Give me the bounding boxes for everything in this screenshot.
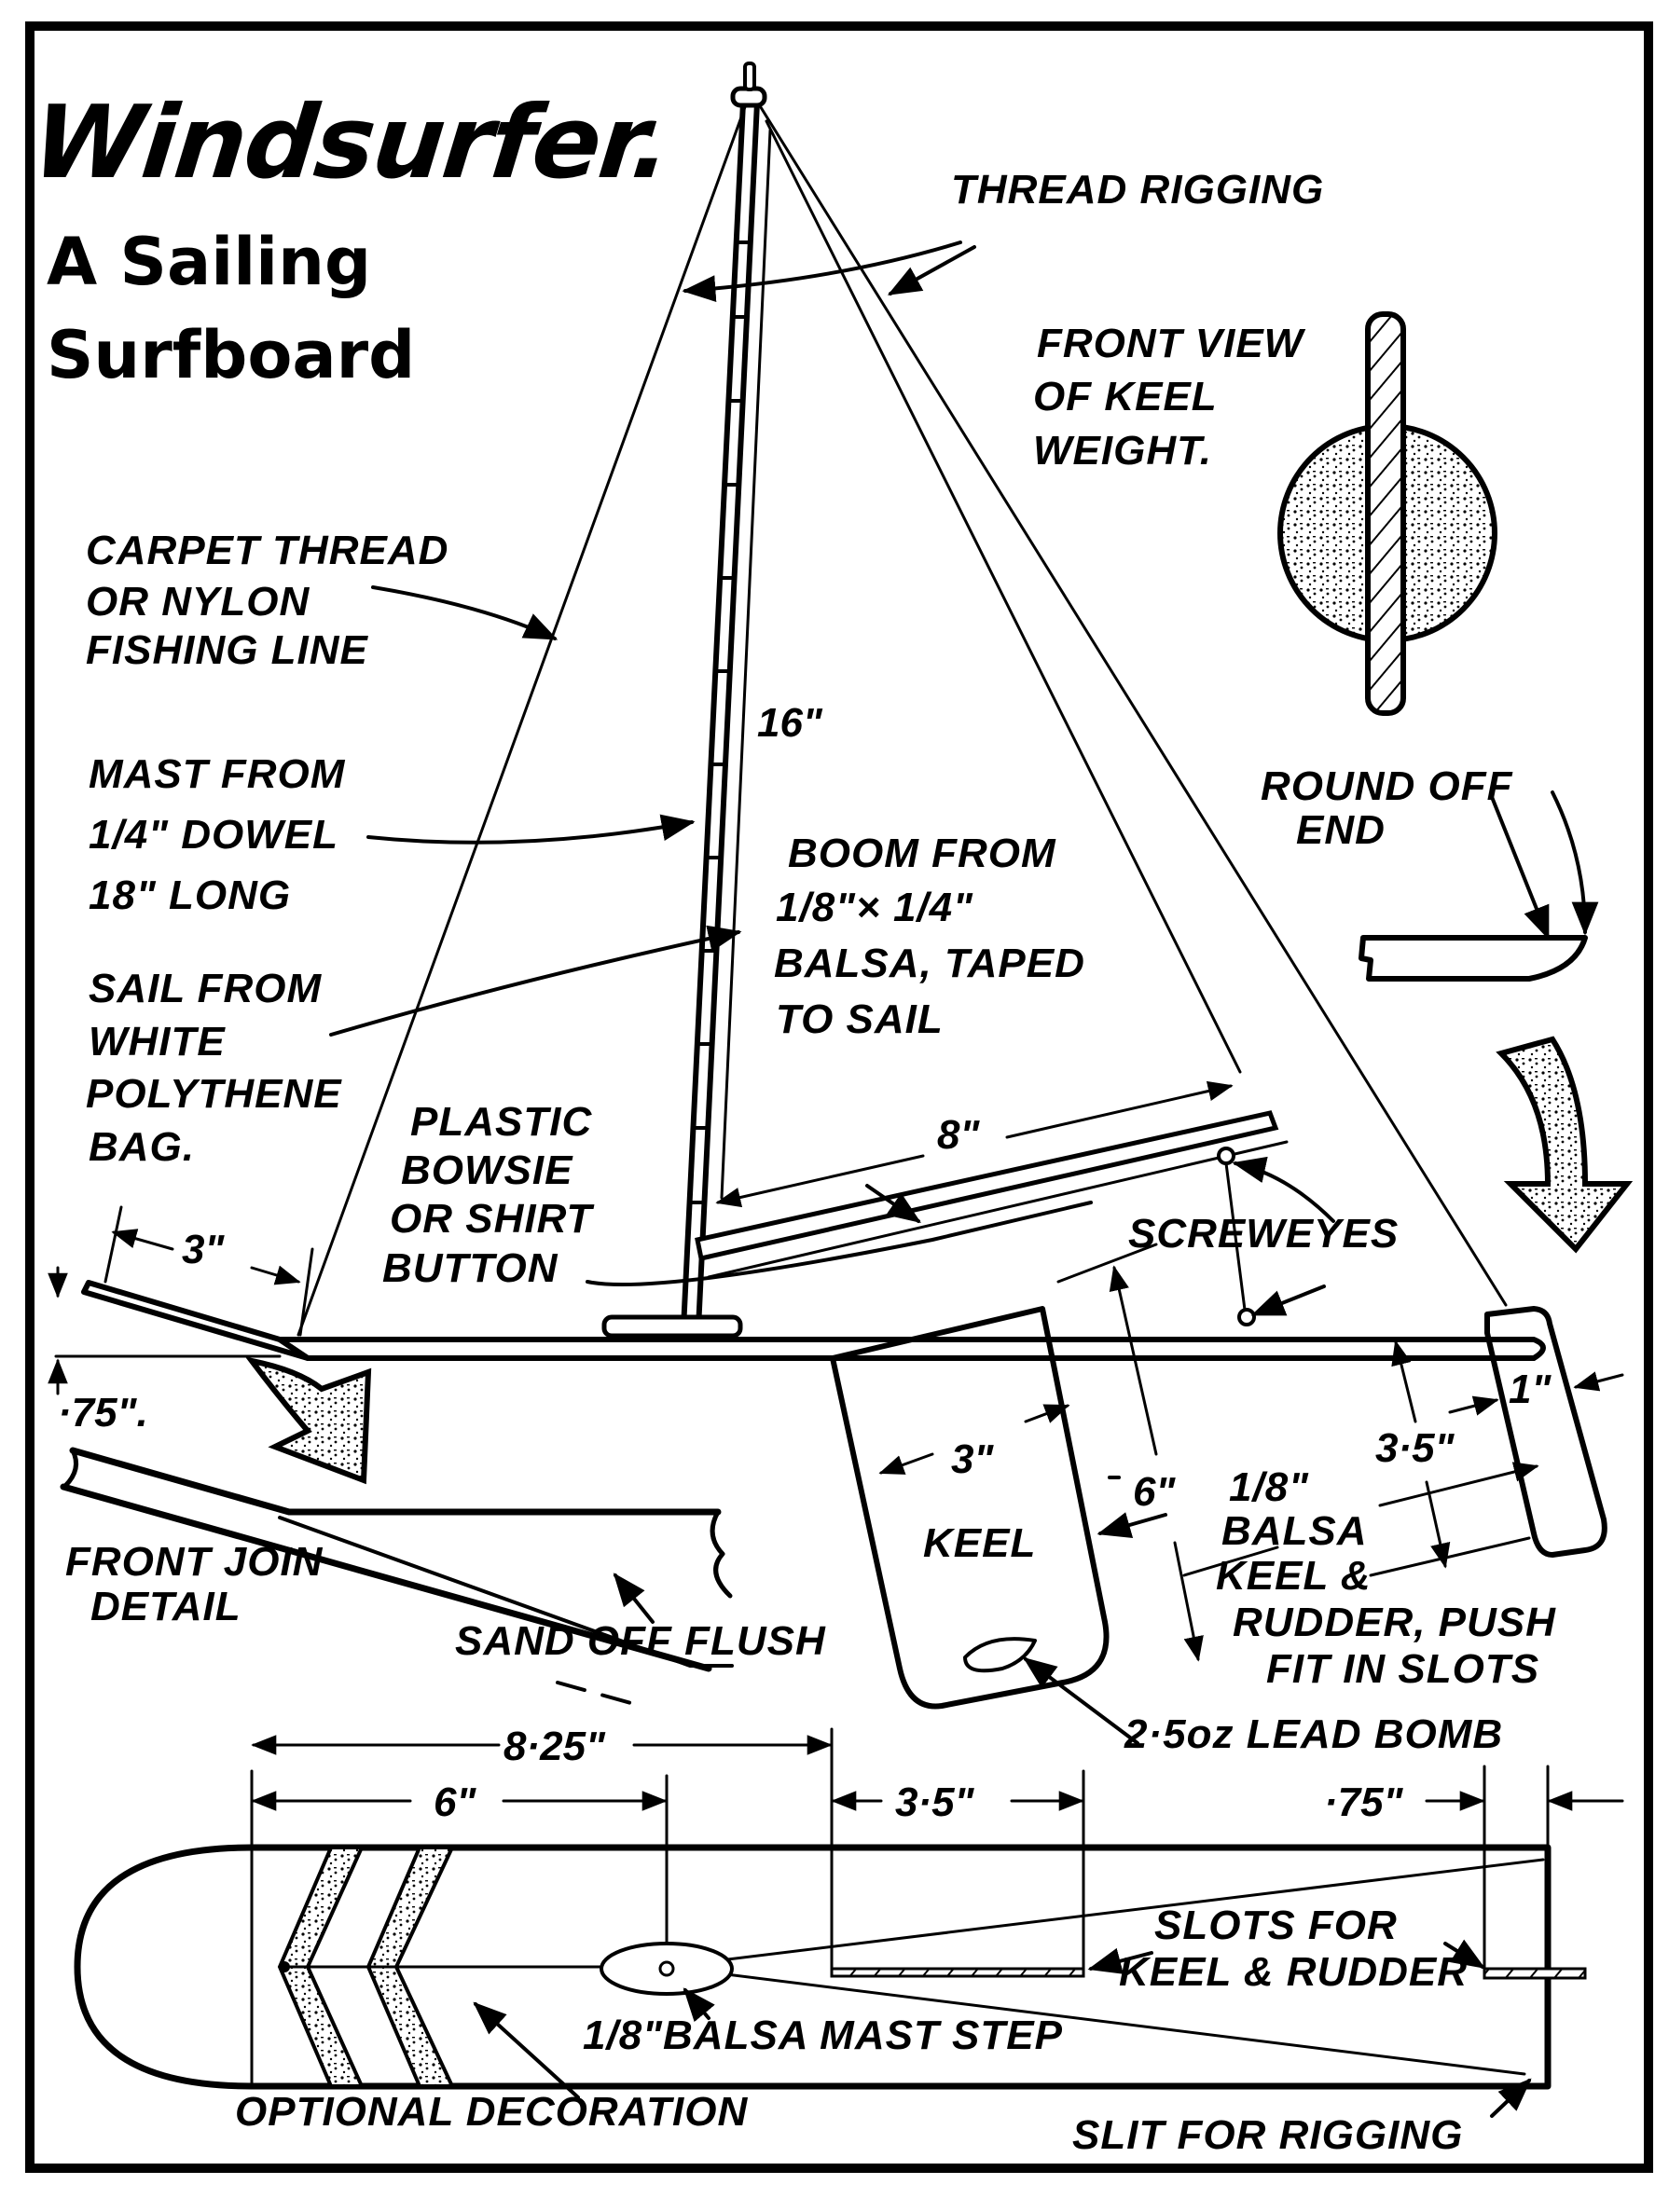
label-balsa-2: BALSA	[1221, 1508, 1368, 1554]
callout-leaders	[329, 240, 1335, 1745]
subtitle-line-2: Surfboard	[47, 317, 415, 393]
label-front-join-1: FRONT JOIN	[65, 1539, 324, 1585]
page-border	[25, 21, 1653, 2173]
label-boom-1: BOOM FROM	[788, 831, 1056, 876]
label-front-view-2: OF KEEL	[1033, 374, 1218, 419]
direction-arrow-right-icon	[1496, 1036, 1634, 1254]
front-join-detail	[60, 1447, 734, 1706]
dim-keel-3in: 3"	[951, 1436, 994, 1482]
direction-arrow-join-icon	[244, 1356, 372, 1485]
rudder	[1484, 1306, 1607, 1558]
label-carpet-3: FISHING LINE	[86, 627, 369, 673]
forestay-rigging	[297, 103, 748, 1337]
label-carpet-1: CARPET THREAD	[86, 528, 448, 573]
label-front-join-2: DETAIL	[90, 1584, 241, 1629]
title-block: Windsurfer. A Sailing Surfboard	[27, 83, 675, 393]
label-mast-step: 1/8"BALSA MAST STEP	[583, 2013, 1063, 2058]
label-mast-3: 18" LONG	[89, 872, 291, 918]
label-balsa-4: RUDDER, PUSH	[1233, 1600, 1556, 1645]
dim-keel-6in: 6"	[1133, 1469, 1176, 1515]
rudder-slot	[1483, 1967, 1587, 1980]
label-mast-1: MAST FROM	[89, 751, 346, 797]
side-view-dimensions: 3" ·75". 3" 6" 3·5" 1"	[48, 1205, 1624, 1662]
label-keel: KEEL	[923, 1520, 1036, 1566]
label-slots-2: KEEL & RUDDER	[1119, 1949, 1468, 1995]
label-balsa-1: 1/8"	[1229, 1464, 1309, 1510]
keel-slot	[830, 1967, 1085, 1978]
label-round-off-1: ROUND OFF	[1261, 763, 1513, 809]
title-windsurfer: Windsurfer.	[27, 83, 675, 201]
label-carpet-2: OR NYLON	[86, 579, 310, 625]
label-balsa-5: FIT IN SLOTS	[1266, 1646, 1539, 1692]
label-sand-off: SAND OFF FLUSH	[455, 1618, 826, 1664]
sail-luff	[720, 129, 772, 1200]
label-round-off-2: END	[1296, 807, 1386, 853]
screweye-boom	[1217, 1147, 1235, 1165]
board-deck	[277, 1337, 1546, 1361]
keel	[830, 1306, 1110, 1710]
dim-rudder-1in: 1"	[1509, 1367, 1552, 1412]
dim-plan-8-25: 8·25"	[503, 1724, 606, 1769]
dim-rudder-3-5: 3·5"	[1375, 1425, 1455, 1471]
boom	[695, 1110, 1289, 1279]
dim-nose-rise: ·75".	[58, 1390, 148, 1436]
board-nose	[81, 1280, 310, 1361]
side-view-board	[81, 1280, 1607, 1710]
keel-weight-front-view	[1277, 311, 1497, 716]
label-mast-2: 1/4" DOWEL	[89, 812, 338, 858]
text-labels: THREAD RIGGING FRONT VIEW OF KEEL WEIGHT…	[65, 167, 1556, 2158]
sail-leech	[765, 119, 1242, 1074]
screweye-deck	[1237, 1308, 1256, 1326]
label-slit-rigging: SLIT FOR RIGGING	[1072, 2112, 1463, 2158]
label-sail-1: SAIL FROM	[89, 966, 323, 1011]
label-plastic-1: PLASTIC	[410, 1099, 592, 1145]
lead-bomb	[963, 1637, 1037, 1673]
label-optional-decoration: OPTIONAL DECORATION	[235, 2089, 748, 2135]
label-sail-2: WHITE	[89, 1019, 226, 1065]
boom-8-dimension: 8"	[715, 1080, 1234, 1208]
label-front-view-1: FRONT VIEW	[1037, 321, 1306, 366]
label-boom-4: TO SAIL	[776, 996, 944, 1042]
dim-nose-3in: 3"	[182, 1227, 225, 1272]
label-front-view-3: WEIGHT.	[1033, 428, 1212, 474]
dim-plan-6: 6"	[434, 1779, 476, 1825]
backstay-rigging	[757, 103, 1508, 1307]
plan-view: 8·25" 6" 3·5" ·75"	[74, 1724, 1624, 2118]
label-sail-3: POLYTHENE	[86, 1071, 342, 1117]
label-plastic-4: BUTTON	[382, 1245, 559, 1291]
label-plastic-3: OR SHIRT	[390, 1196, 595, 1242]
dim-plan-0-75: ·75"	[1324, 1779, 1404, 1825]
dim-8in: 8"	[937, 1112, 980, 1158]
mast	[681, 62, 767, 1331]
label-boom-2: 1/8"× 1/4"	[776, 885, 973, 930]
label-plastic-2: BOWSIE	[401, 1147, 573, 1193]
round-off-end-detail	[1359, 790, 1599, 982]
label-boom-3: BALSA, TAPED	[774, 941, 1085, 986]
board-outline-plan	[74, 1844, 1552, 2090]
label-balsa-3: KEEL &	[1216, 1553, 1372, 1599]
label-screweyes: SCREWEYES	[1128, 1211, 1399, 1257]
subtitle-line-1: A Sailing	[47, 224, 371, 300]
mast-base-plate	[601, 1314, 743, 1339]
dim-16in: 16"	[757, 700, 823, 746]
label-slots-1: SLOTS FOR	[1154, 1903, 1398, 1948]
side-view-rig: 8" 16"	[297, 62, 1508, 1339]
label-lead-bomb: 2·5oz LEAD BOMB	[1124, 1711, 1503, 1757]
label-thread-rigging: THREAD RIGGING	[951, 167, 1324, 213]
dim-plan-3-5: 3·5"	[895, 1779, 975, 1825]
label-sail-4: BAG.	[89, 1124, 195, 1170]
